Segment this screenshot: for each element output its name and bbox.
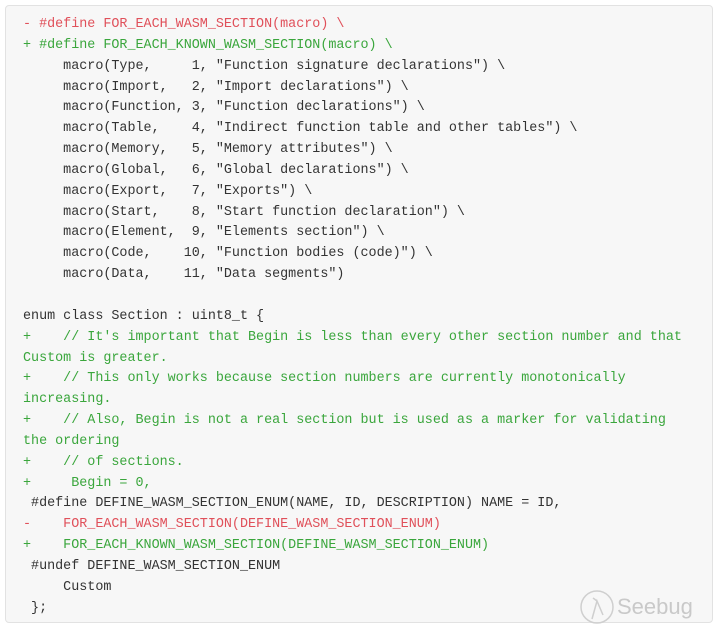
code-block: - #define FOR_EACH_WASM_SECTION(macro) \… bbox=[5, 5, 713, 625]
seebug-logo-icon bbox=[580, 590, 614, 624]
code-line: macro(Data, 11, "Data segments") bbox=[23, 267, 345, 283]
added-line: + // It's important that Begin is less t… bbox=[23, 329, 682, 345]
code-line: }; bbox=[23, 600, 48, 616]
added-line: + // This only works because section num… bbox=[23, 371, 626, 387]
added-line: + #define FOR_EACH_KNOWN_WASM_SECTION(ma… bbox=[23, 37, 393, 53]
added-line: the ordering bbox=[23, 433, 120, 449]
added-line: + FOR_EACH_KNOWN_WASM_SECTION(DEFINE_WAS… bbox=[23, 538, 490, 554]
code-line: macro(Global, 6, "Global declarations") … bbox=[23, 162, 409, 178]
code-line: macro(Start, 8, "Start function declarat… bbox=[23, 204, 465, 220]
code-line: macro(Element, 9, "Elements section") \ bbox=[23, 225, 385, 241]
watermark-text: Seebug bbox=[617, 594, 693, 619]
code-line: #undef DEFINE_WASM_SECTION_ENUM bbox=[23, 558, 281, 574]
seebug-watermark: Seebug bbox=[579, 589, 693, 625]
diff-code: - #define FOR_EACH_WASM_SECTION(macro) \… bbox=[23, 15, 682, 619]
code-line bbox=[23, 286, 682, 307]
code-line: macro(Type, 1, "Function signature decla… bbox=[23, 58, 506, 74]
code-line: macro(Memory, 5, "Memory attributes") \ bbox=[23, 142, 393, 158]
code-line: macro(Export, 7, "Exports") \ bbox=[23, 183, 313, 199]
added-line: increasing. bbox=[23, 392, 112, 408]
deleted-line: - #define FOR_EACH_WASM_SECTION(macro) \ bbox=[23, 17, 345, 32]
code-line: macro(Function, 3, "Function declaration… bbox=[23, 100, 425, 116]
code-line: macro(Table, 4, "Indirect function table… bbox=[23, 121, 578, 137]
added-line: + // Also, Begin is not a real section b… bbox=[23, 413, 666, 429]
code-line: macro(Import, 2, "Import declarations") … bbox=[23, 79, 409, 95]
code-line: #define DEFINE_WASM_SECTION_ENUM(NAME, I… bbox=[23, 496, 562, 512]
code-line: enum class Section : uint8_t { bbox=[23, 308, 265, 324]
added-line: + Begin = 0, bbox=[23, 475, 152, 491]
added-line: Custom is greater. bbox=[23, 350, 168, 366]
added-line: + // of sections. bbox=[23, 454, 184, 470]
code-line: Custom bbox=[23, 579, 112, 595]
code-line: macro(Code, 10, "Function bodies (code)"… bbox=[23, 246, 433, 262]
deleted-line: - FOR_EACH_WASM_SECTION(DEFINE_WASM_SECT… bbox=[23, 517, 441, 533]
